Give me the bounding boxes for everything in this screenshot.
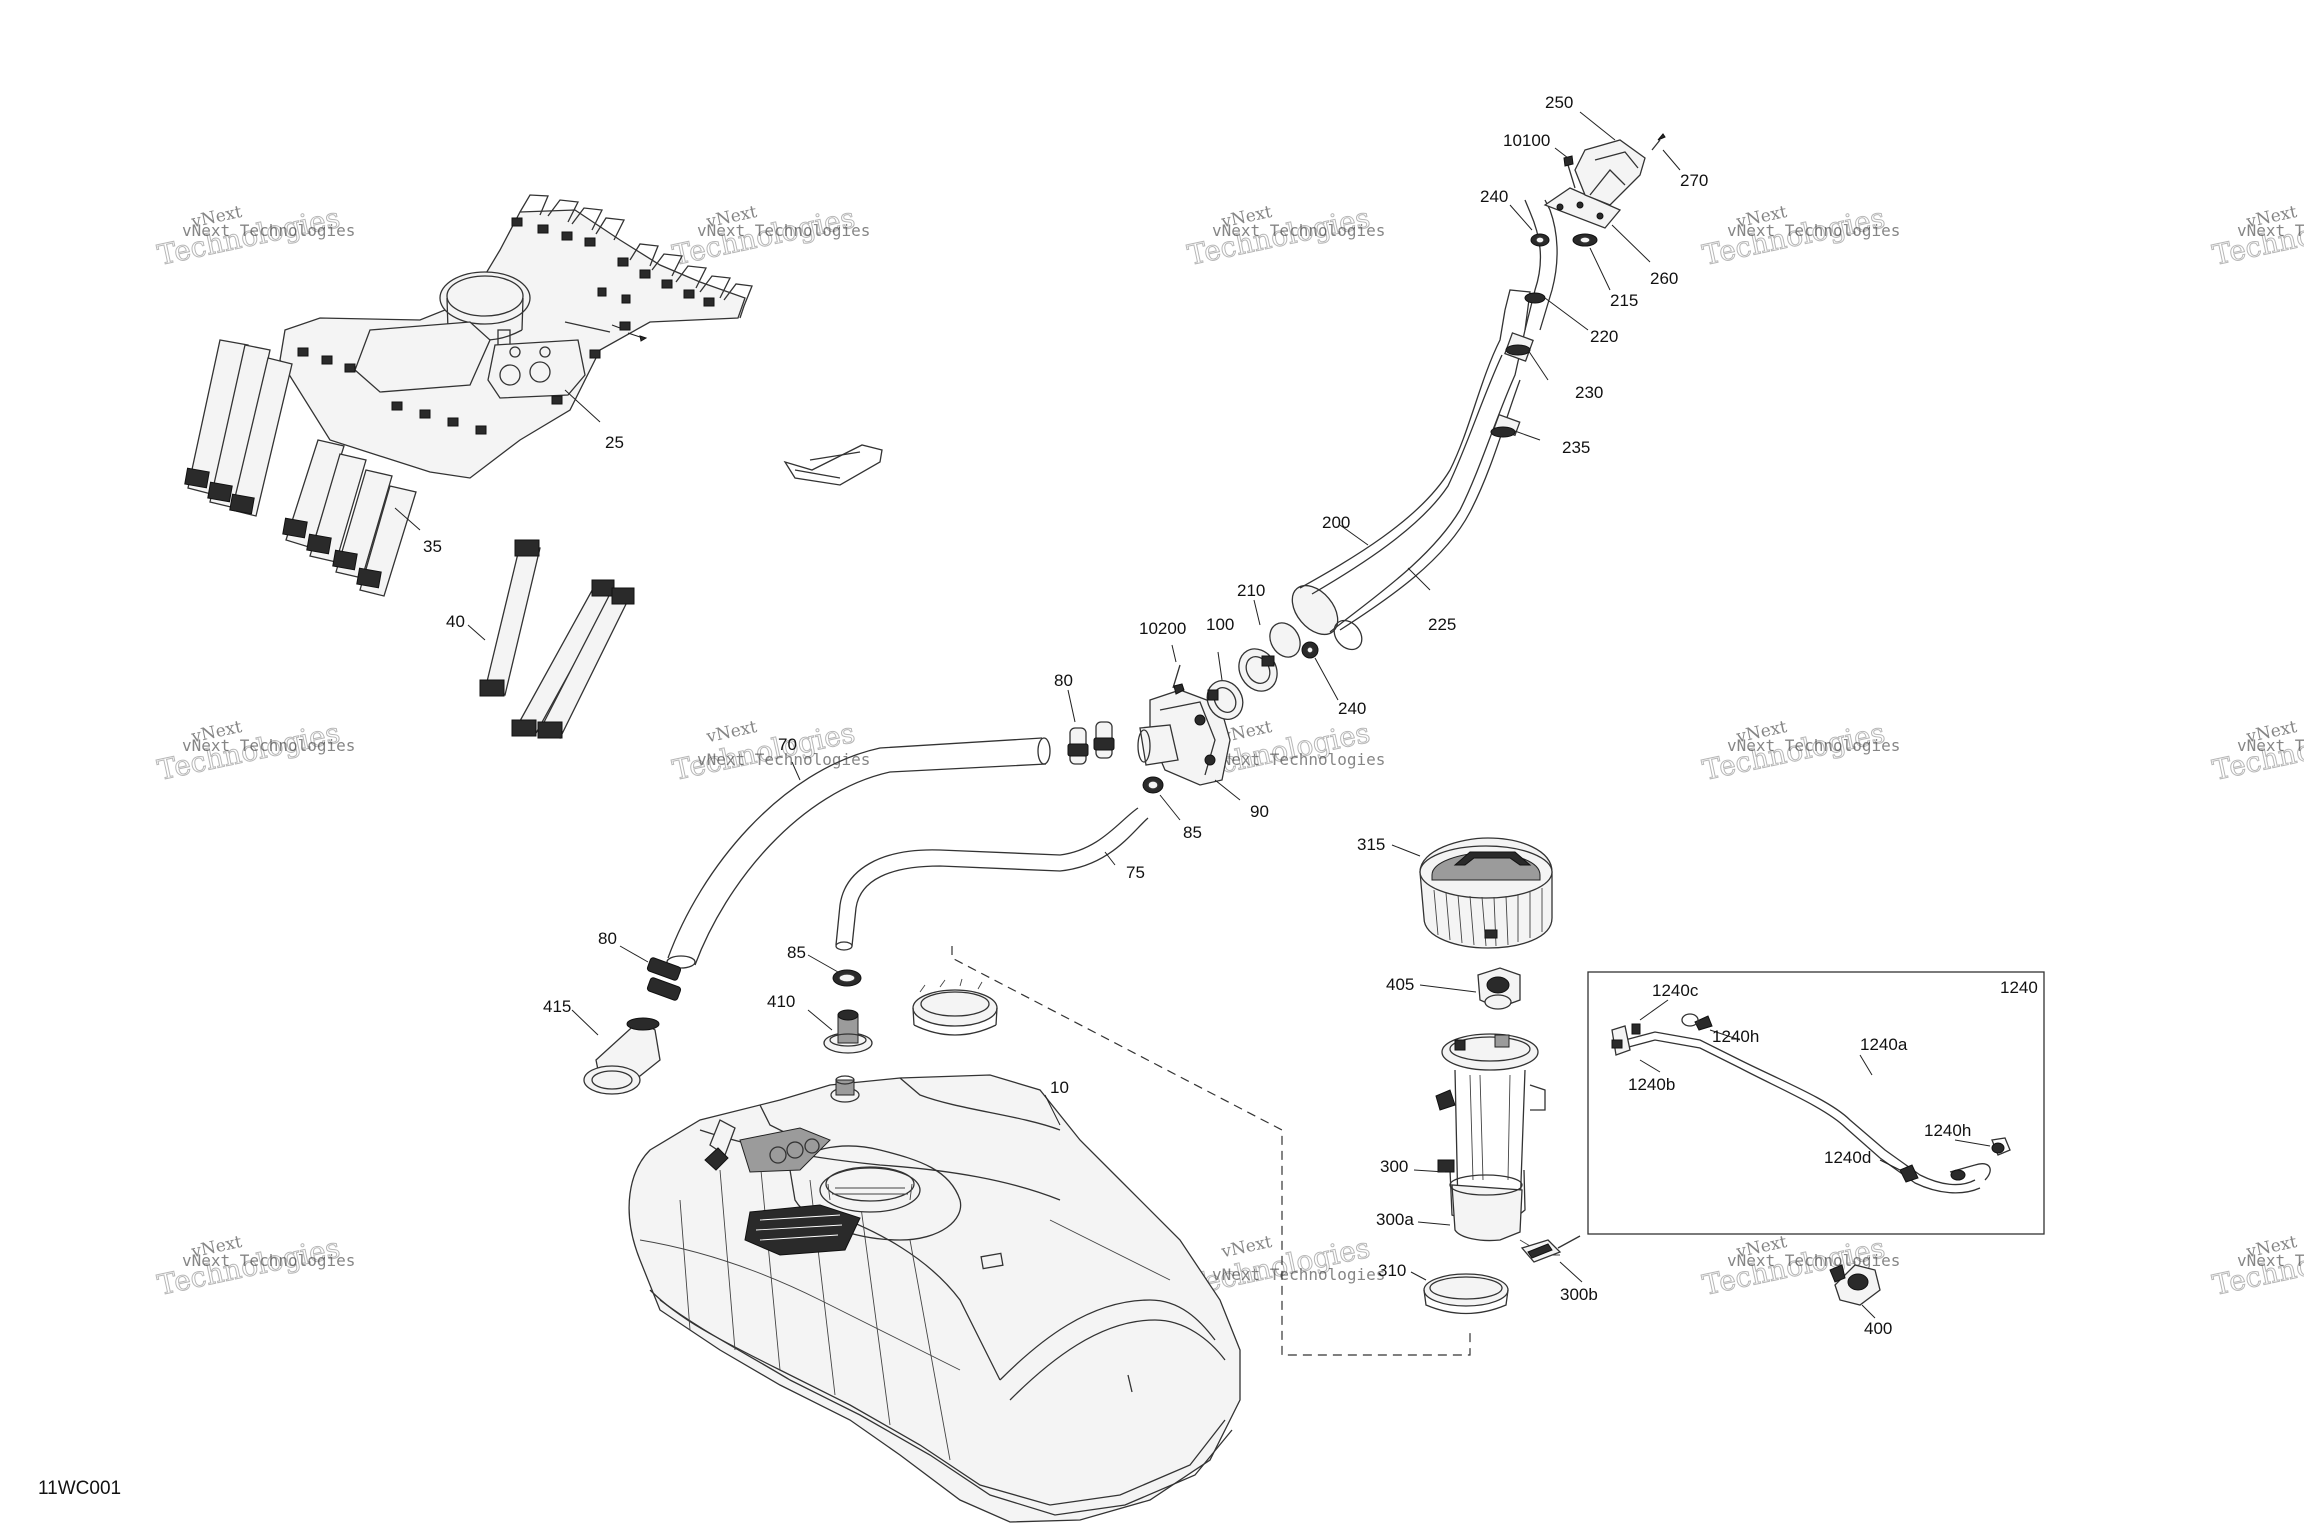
label-1240h-lower: 1240h bbox=[1924, 1121, 1971, 1140]
washer-240-lower bbox=[1301, 641, 1339, 701]
label-90: 90 bbox=[1250, 802, 1269, 821]
label-230: 230 bbox=[1575, 383, 1603, 402]
skid-plate-straps-top bbox=[519, 194, 753, 319]
label-220: 220 bbox=[1590, 327, 1618, 346]
fuel-tank-10 bbox=[628, 1074, 1241, 1523]
label-10100: 10100 bbox=[1503, 131, 1550, 150]
lock-ring bbox=[912, 978, 998, 1036]
filter-315 bbox=[1391, 837, 1553, 949]
watermark-small: vNext Technologies bbox=[2237, 221, 2304, 240]
clamp-100 bbox=[1206, 651, 1244, 720]
straps-40 bbox=[467, 539, 635, 739]
dashed-connector bbox=[951, 946, 1471, 1356]
diagram-code: 11WC001 bbox=[38, 1478, 121, 1499]
lock-ring-310 bbox=[1410, 1271, 1509, 1315]
skid-plate-25 bbox=[279, 194, 883, 486]
label-1240c: 1240c bbox=[1652, 981, 1699, 1000]
label-1240a: 1240a bbox=[1860, 1035, 1908, 1054]
label-25: 25 bbox=[605, 433, 624, 452]
clamp-85-lower bbox=[807, 954, 862, 987]
label-400: 400 bbox=[1864, 1319, 1892, 1338]
watermark-small: vNext Technologies bbox=[182, 736, 355, 755]
watermark-small: vNext Technologies bbox=[1212, 1265, 1385, 1284]
label-70: 70 bbox=[778, 735, 797, 754]
label-1240b: 1240b bbox=[1628, 1075, 1675, 1094]
watermark-small: vNext Technologies bbox=[2237, 1251, 2304, 1270]
fuel-cap-assembly bbox=[1543, 111, 1681, 263]
fuel-pump-300 bbox=[1413, 1033, 1560, 1256]
label-10: 10 bbox=[1050, 1078, 1069, 1097]
filler-fittings bbox=[1490, 199, 1589, 441]
label-315: 315 bbox=[1357, 835, 1385, 854]
screw-10200 bbox=[1171, 644, 1185, 695]
label-240-lower: 240 bbox=[1338, 699, 1366, 718]
skid-plate-tabs bbox=[297, 217, 715, 435]
part-labels: 10 25 35 40 70 75 80 80 85 85 90 100 200… bbox=[38, 93, 2038, 1499]
label-100: 100 bbox=[1206, 615, 1234, 634]
clamp-85-upper bbox=[1142, 776, 1181, 821]
connector-300b bbox=[1520, 1235, 1583, 1283]
washers-upper bbox=[1509, 204, 1611, 291]
watermark: vNext Technologies bbox=[669, 716, 858, 788]
label-415: 415 bbox=[543, 997, 571, 1016]
watermark-small: vNext Technologies bbox=[1212, 221, 1385, 240]
label-235: 235 bbox=[1562, 438, 1590, 457]
label-10200: 10200 bbox=[1139, 619, 1186, 638]
label-1240d: 1240d bbox=[1824, 1148, 1871, 1167]
kit-box-1240 bbox=[1587, 971, 2045, 1235]
watermark-small: vNext Technologies bbox=[1727, 1251, 1900, 1270]
label-260: 260 bbox=[1650, 269, 1678, 288]
clamps-80-lower bbox=[619, 945, 682, 1001]
label-85-upper: 85 bbox=[1183, 823, 1202, 842]
label-210: 210 bbox=[1237, 581, 1265, 600]
clamps-80-upper bbox=[1067, 689, 1115, 765]
label-300b: 300b bbox=[1560, 1285, 1598, 1304]
label-310: 310 bbox=[1378, 1261, 1406, 1280]
watermark-small: vNext Technologies bbox=[1727, 736, 1900, 755]
hose-70 bbox=[666, 737, 1051, 969]
watermark-small: vNext Technologies bbox=[182, 221, 355, 240]
label-405: 405 bbox=[1386, 975, 1414, 994]
watermark-small: vNext Technologies bbox=[1727, 221, 1900, 240]
straps-35 bbox=[184, 339, 421, 597]
watermark-small: vNext Technologies bbox=[697, 221, 870, 240]
label-40: 40 bbox=[446, 612, 465, 631]
label-85-lower: 85 bbox=[787, 943, 806, 962]
label-215: 215 bbox=[1610, 291, 1638, 310]
hose-75 bbox=[835, 807, 1149, 951]
watermark-small: vNext Technologies bbox=[697, 750, 870, 769]
label-80-upper: 80 bbox=[1054, 671, 1073, 690]
label-250: 250 bbox=[1545, 93, 1573, 112]
label-1240: 1240 bbox=[2000, 978, 2038, 997]
clamp-210 bbox=[1238, 599, 1301, 692]
filler-neck-200 bbox=[1291, 289, 1531, 651]
label-270: 270 bbox=[1680, 171, 1708, 190]
label-75: 75 bbox=[1126, 863, 1145, 882]
label-80-lower: 80 bbox=[598, 929, 617, 948]
vent-parts bbox=[571, 1009, 873, 1095]
filler-bracket-90 bbox=[1137, 689, 1241, 801]
label-200: 200 bbox=[1322, 513, 1350, 532]
watermark-small: vNext Technologies bbox=[182, 1251, 355, 1270]
label-410: 410 bbox=[767, 992, 795, 1011]
label-225: 225 bbox=[1428, 615, 1456, 634]
label-240-upper: 240 bbox=[1480, 187, 1508, 206]
fitting-405 bbox=[1419, 967, 1521, 1010]
label-35: 35 bbox=[423, 537, 442, 556]
watermark-small: vNext Technologies bbox=[2237, 736, 2304, 755]
watermark-small: vNext Technologies bbox=[1212, 750, 1385, 769]
clamp-400 bbox=[1829, 1264, 1881, 1319]
kit-box-frame bbox=[1587, 971, 2045, 1235]
label-1240h-upper: 1240h bbox=[1712, 1027, 1759, 1046]
label-300: 300 bbox=[1380, 1157, 1408, 1176]
label-300a: 300a bbox=[1376, 1210, 1414, 1229]
